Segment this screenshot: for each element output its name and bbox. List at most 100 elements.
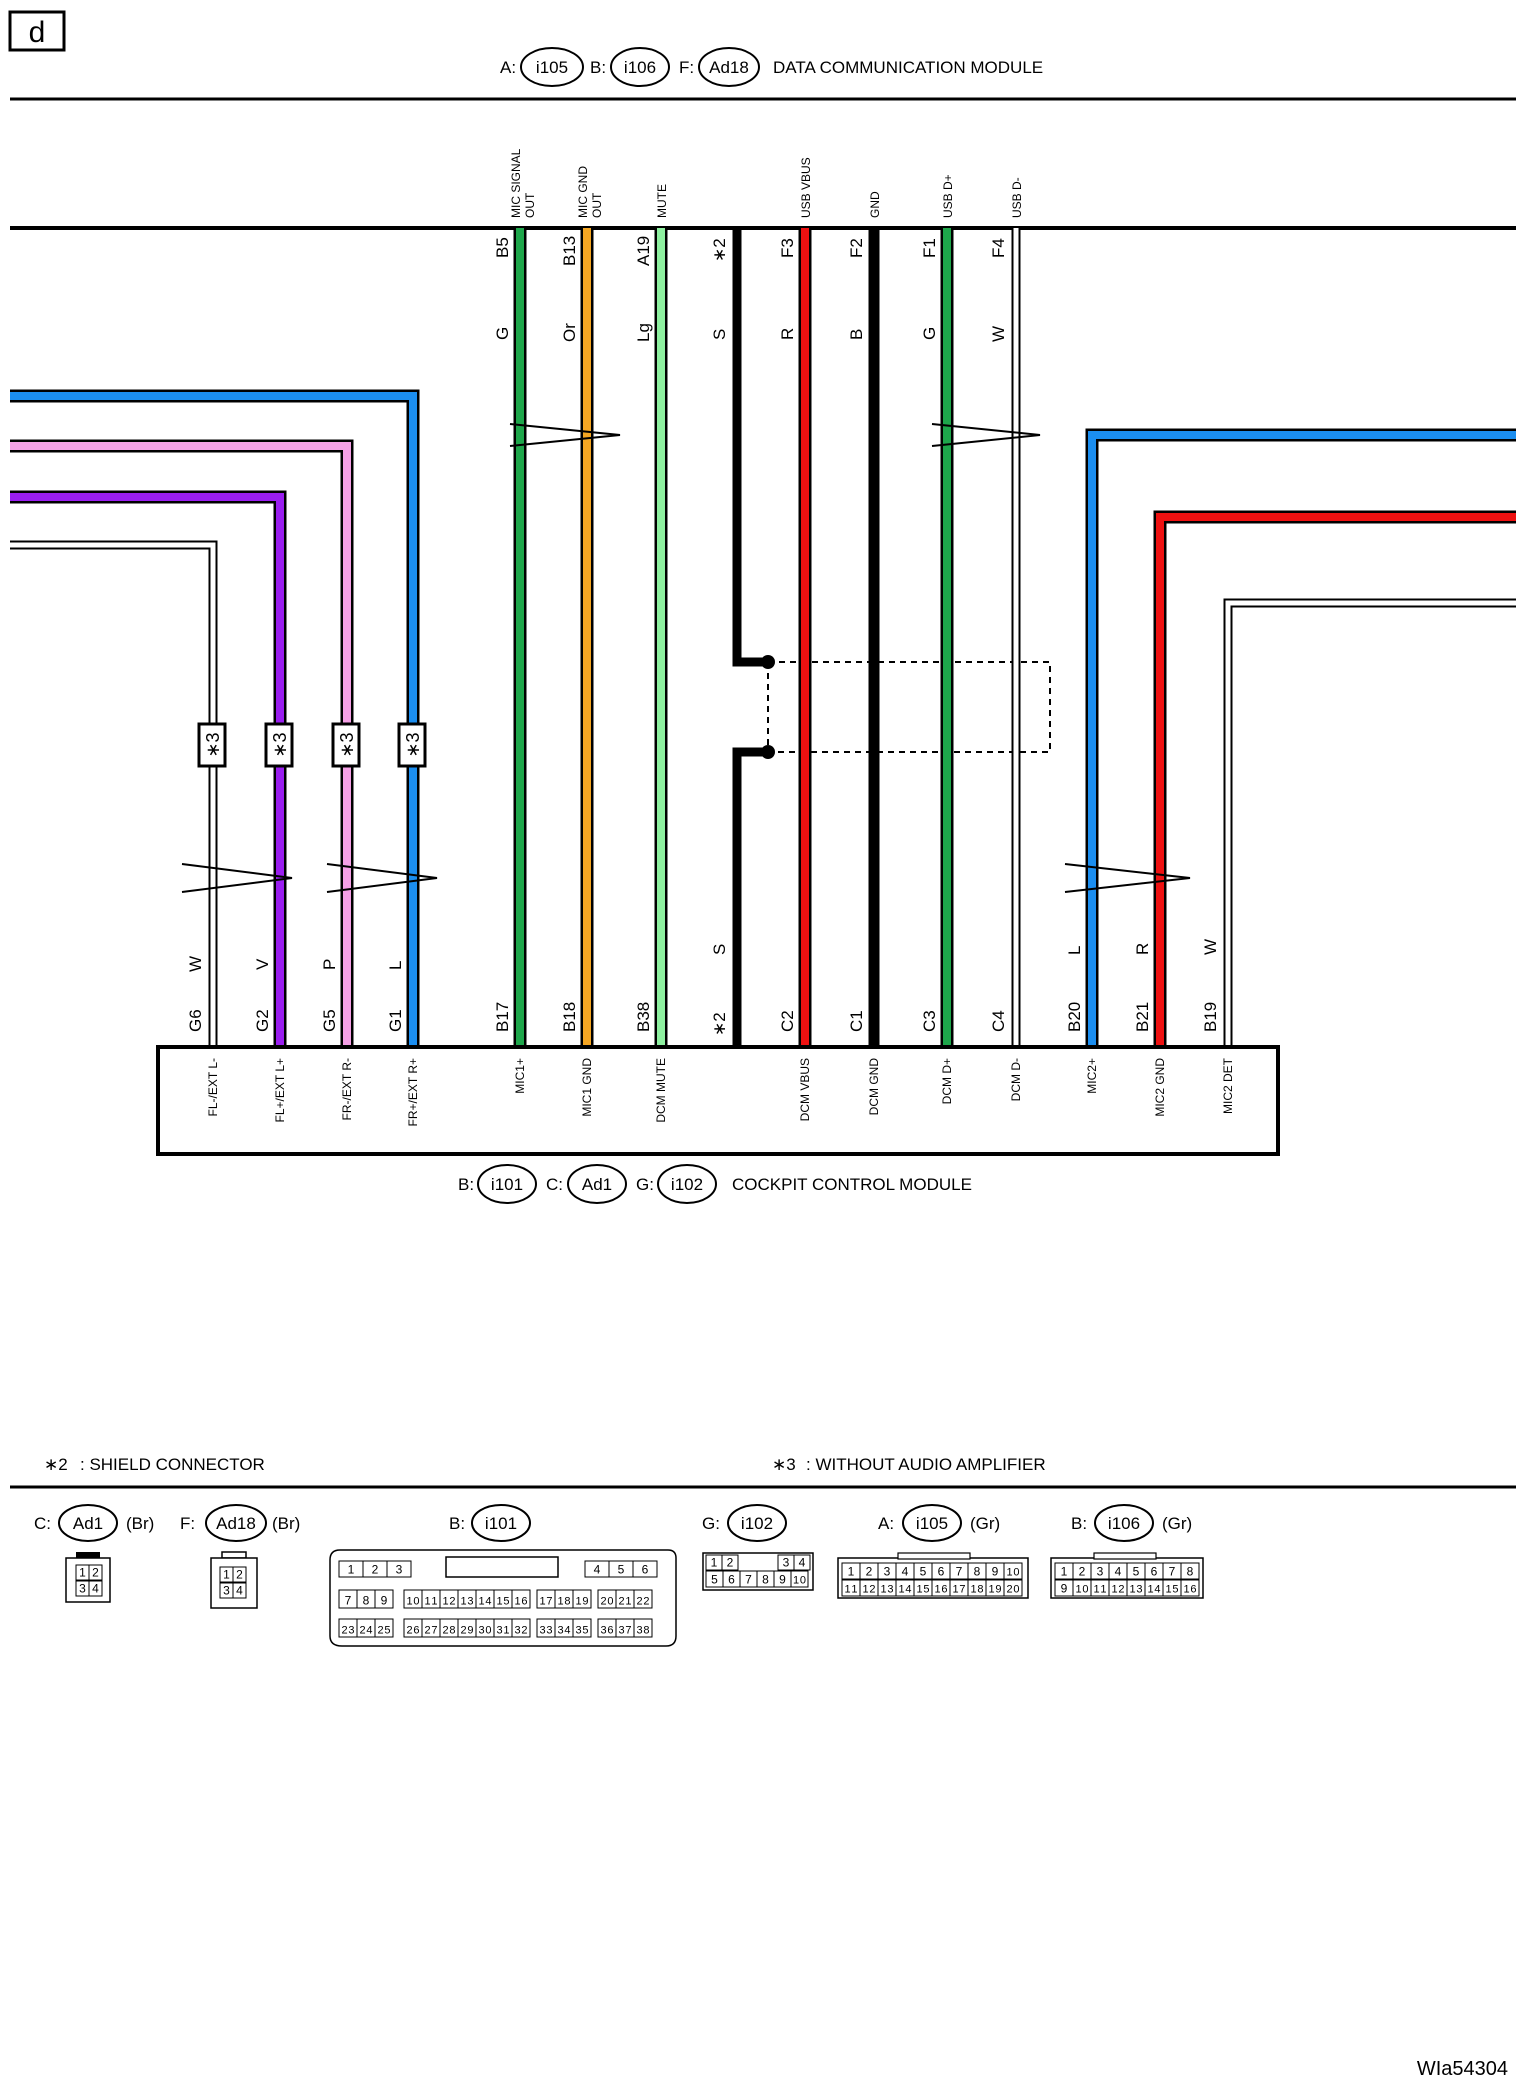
i105-pin-15-label: 15	[917, 1584, 930, 1596]
i101-pin-25-label: 25	[378, 1625, 391, 1637]
top-pin-gnd: F2	[847, 238, 866, 258]
i105-key	[897, 1552, 971, 1560]
ccm-connector-c-oval	[567, 1164, 627, 1204]
bottom-color-frp: L	[386, 961, 405, 970]
dcm-connector-b-oval	[610, 47, 670, 87]
i102-pin-7-label: 7	[745, 1573, 752, 1587]
star3-label-flp: ∗3	[270, 732, 290, 757]
bottom-pin-flp: G2	[253, 1009, 272, 1032]
i101-pin-8-label: 8	[363, 1594, 370, 1608]
i101-pin-3-label: 3	[396, 1563, 403, 1577]
ccm-func-flp: FL+/EXT L+	[273, 1058, 287, 1122]
i101-pin-11-label: 11	[425, 1596, 438, 1608]
ad18-pin-1-label: 1	[223, 1568, 230, 1582]
dcm-connector-a-oval	[520, 47, 584, 87]
i101-pin-22-cell	[633, 1589, 653, 1609]
i101-pin-6-cell	[632, 1560, 658, 1578]
i102-pin-6-label: 6	[728, 1573, 735, 1587]
i101-pin-14-label: 14	[479, 1596, 492, 1608]
ccm-func-gnd: DCM GND	[867, 1058, 881, 1116]
dcm-label-mic-signal-out: OUT	[523, 192, 537, 218]
i101-pin-30-label: 30	[479, 1625, 492, 1637]
i105-pin-9-label: 9	[992, 1565, 999, 1579]
ccm-pin-functions: FL-/EXT L- FL+/EXT L+ FR-/EXT R- FR+/EXT…	[206, 1057, 1235, 1126]
bottom-pin-mic2det: B19	[1201, 1002, 1220, 1032]
cv-i102-oval	[727, 1504, 787, 1542]
top-color-mic1gnd: Or	[560, 323, 579, 342]
i101-pin-9-label: 9	[381, 1594, 388, 1608]
wire-shield-bottom	[732, 747, 768, 1047]
ccm-connector-b-oval	[477, 1164, 537, 1204]
ccm-func-vbus: DCM VBUS	[798, 1058, 812, 1121]
cv-i105-prefix: A:	[878, 1514, 894, 1533]
i102-pin-4-label: 4	[799, 1556, 806, 1570]
ad1-pin-2-cell	[88, 1564, 103, 1581]
ccm-func-frp: FR+/EXT R+	[406, 1058, 420, 1126]
bottom-color-frm: P	[320, 959, 339, 970]
shield-connector-dashed	[767, 661, 1051, 753]
ccm-func-dp: DCM D+	[940, 1058, 954, 1104]
i105-pin-20-cell	[1003, 1579, 1023, 1597]
i105-pin-17-label: 17	[953, 1584, 966, 1596]
i105-pin-12-label: 12	[863, 1584, 876, 1596]
dcm-header: A: i105 B: i106 F: Ad18 DATA COMMUNICATI…	[500, 47, 1043, 87]
i102-pin-1-label: 1	[711, 1556, 718, 1570]
dcm-label-mic-gnd: MIC GND	[576, 166, 590, 218]
connector-views: C: Ad1 (Br) F: Ad18 (Br) B: i101 G: i102…	[34, 1504, 1192, 1542]
i101-pin-7-label: 7	[345, 1594, 352, 1608]
ad18-pin-4-cell	[232, 1582, 247, 1599]
i105-pin-10-label: 10	[1007, 1567, 1020, 1579]
dcm-label-gnd: GND	[868, 191, 882, 218]
ccm-func-mic2: MIC2+	[1085, 1058, 1099, 1094]
dcm-prefix-a: A:	[500, 58, 516, 77]
wire-fr-minus-outline	[10, 439, 354, 1047]
bottom-color-mic2: L	[1065, 946, 1084, 955]
legend-star3-text: : WITHOUT AUDIO AMPLIFIER	[806, 1455, 1046, 1474]
i101-pin-34-label: 34	[558, 1625, 571, 1637]
i106-pin-2-label: 2	[1079, 1565, 1086, 1579]
i105-pin-13-label: 13	[881, 1584, 894, 1596]
ccm-connector-b: i101	[491, 1175, 523, 1194]
i102-pin-8-label: 8	[762, 1573, 769, 1587]
cv-i101-name: i101	[485, 1514, 517, 1533]
cv-ad1-prefix: C:	[34, 1514, 51, 1533]
i101-pin-5-label: 5	[618, 1563, 625, 1577]
dcm-wire-labels: B5 G B13 Or A19 Lg ∗2 S F3 R F2 B F1 G F…	[493, 236, 1008, 342]
twisted-pair-markers	[181, 423, 1191, 893]
star3-label-frm: ∗3	[337, 732, 357, 757]
star3-box-flm	[197, 722, 227, 768]
i105-pin-19-label: 19	[989, 1584, 1002, 1596]
i101-pin-36-label: 36	[601, 1625, 614, 1637]
cv-ad1-color: (Br)	[126, 1514, 154, 1533]
dcm-label-usb-dm: USB D-	[1010, 177, 1024, 218]
top-color-shield: S	[710, 329, 729, 340]
legend-star3-mark: ∗3	[772, 1455, 796, 1474]
bottom-pin-shield: ∗2	[710, 1012, 729, 1036]
bottom-pin-dm: C4	[989, 1010, 1008, 1032]
i101-pin-38-cell	[633, 1618, 653, 1638]
i102-pin-5-label: 5	[711, 1573, 718, 1587]
i105-pin-1-label: 1	[848, 1565, 855, 1579]
ccm-func-frm: FR-/EXT R-	[340, 1058, 354, 1120]
ccm-func-mic2det: MIC2 DET	[1221, 1057, 1235, 1114]
i101-pin-24-label: 24	[360, 1625, 373, 1637]
i105-pin-2-label: 2	[866, 1565, 873, 1579]
i101-pin-23-label: 23	[342, 1625, 355, 1637]
wire-fl-plus	[10, 493, 284, 1047]
legend-star2-text: : SHIELD CONNECTOR	[80, 1455, 265, 1474]
twist-marker-fl	[181, 863, 293, 893]
ccm-func-mic1: MIC1+	[513, 1058, 527, 1094]
wires	[10, 228, 1516, 1047]
bottom-color-shield: S	[710, 944, 729, 955]
cv-i102-name: i102	[741, 1514, 773, 1533]
ad1-pin-4-label: 4	[92, 1582, 99, 1596]
ccm-header: B: i101 C: Ad1 G: i102 COCKPIT CONTROL M…	[458, 1164, 972, 1204]
i106-pin-13-label: 13	[1130, 1584, 1143, 1596]
top-color-dp: G	[920, 327, 939, 340]
ccm-connector-c: Ad1	[582, 1175, 612, 1194]
i106-pin-3-label: 3	[1097, 1565, 1104, 1579]
i101-pin-32-cell	[511, 1618, 531, 1638]
i101-pin-16-cell	[511, 1589, 531, 1609]
